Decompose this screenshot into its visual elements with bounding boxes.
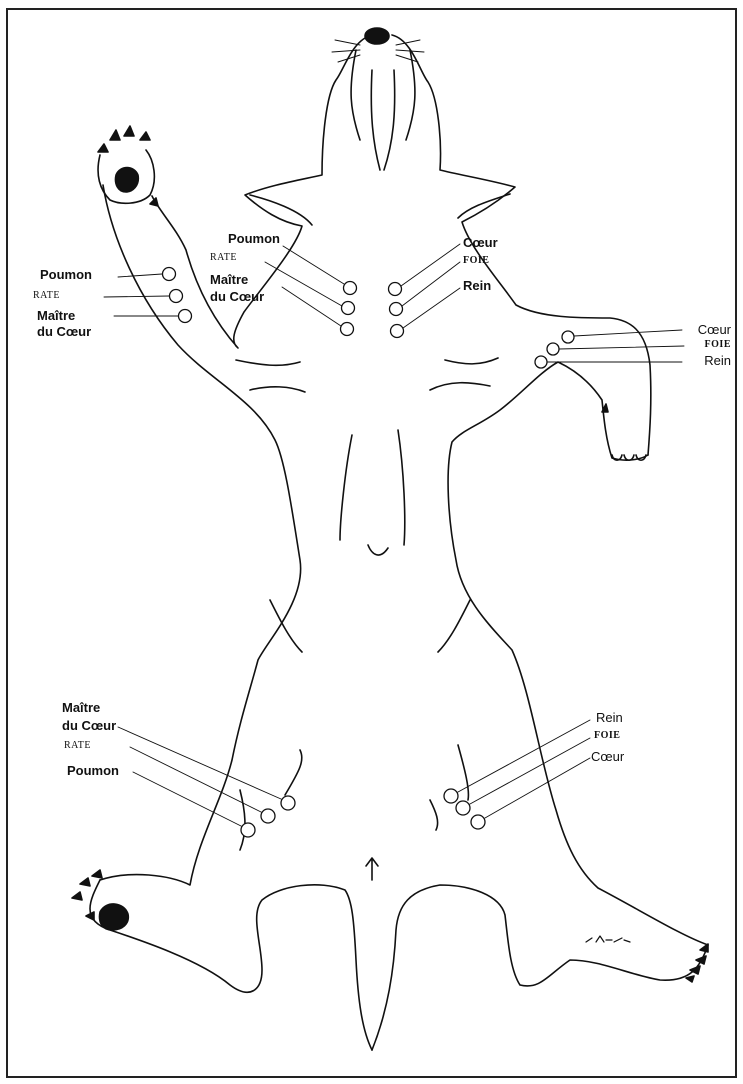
dog-chest-lines [236,358,498,392]
leader-lines-hind-right [458,720,590,818]
acupoint-poumon-foreleg-right [163,268,176,281]
dog-hind-right-leg [372,885,708,1050]
acupoint-rate-hind [261,809,275,823]
label-maitre-neck-l2: du Cœur [210,290,264,303]
label-maitre-neck-l1: Maître [210,273,248,286]
acupoint-foie-foreleg-left [547,343,559,355]
label-rate-foreleg-right: RATE [33,291,60,301]
label-rein-neck: Rein [463,279,491,292]
dog-ear-left [250,195,312,225]
label-foie-hind: FOIE [594,731,620,741]
acupoint-rein-hind [444,789,458,803]
label-rate-neck: RATE [210,253,237,263]
acupoints-hind-left [241,796,295,837]
acupoint-maitre-foreleg-right [179,310,192,323]
dog-ribs-lines [270,600,470,652]
label-foie-foreleg-left: FOIE [705,340,731,350]
acupoint-coeur-hind [471,815,485,829]
dog-nose [365,28,389,44]
acupoint-coeur-foreleg-left [562,331,574,343]
label-maitre-foreleg-right-l1: Maître [37,309,75,322]
dog-hind-left-leg [90,880,372,1050]
label-poumon-neck: Poumon [228,232,280,245]
acupoint-poumon-hind [241,823,255,837]
paw-pad-bottom-left [100,904,129,930]
acupoints-neck-left [341,282,357,336]
acupoint-foie-hind [456,801,470,815]
label-poumon-hind: Poumon [67,764,119,777]
dog-muzzle-lines [351,50,415,170]
dog-genital-mark [366,858,378,880]
leader-lines-neck-left [265,246,344,326]
label-rate-hind: RATE [64,741,91,751]
dog-belly-lines [340,430,405,555]
label-foie-neck: FOIE [463,256,489,266]
label-rein-hind: Rein [596,711,623,724]
label-maitre-foreleg-right-l2: du Cœur [37,325,91,338]
acupoint-rein-neck [391,325,404,338]
acupoints-neck-right [389,283,404,338]
acupoints-hind-right [444,789,485,829]
label-maitre-hind-l2: du Cœur [62,719,116,732]
acupoint-coeur-neck [389,283,402,296]
label-coeur-foreleg-left: Cœur [698,323,731,336]
leader-lines-hind-left [118,727,281,826]
acupoint-maitre-neck [341,323,354,336]
signature-mark [586,936,630,942]
acupoint-maitre-hind [281,796,295,810]
dog-foreleg-left-paw [448,362,708,945]
acupoint-rate-neck [342,302,355,315]
acupoint-rein-foreleg-left [535,356,547,368]
paw-claws-top-left [98,126,158,206]
label-coeur-neck: Cœur [463,236,498,249]
paw-pad-top-left [115,168,138,193]
dog-hip-right [430,745,468,830]
leader-lines-neck-right [401,244,460,328]
paw-claws-bottom-left [72,870,102,920]
label-rein-foreleg-left: Rein [704,354,731,367]
label-coeur-hind: Cœur [591,750,624,763]
label-poumon-foreleg-right: Poumon [40,268,92,281]
label-maitre-hind-l1: Maître [62,701,100,714]
acupoints-foreleg-left [535,331,574,368]
acupoint-poumon-neck [344,282,357,295]
paw-claws-bottom-right [686,944,708,982]
acupoint-rate-foreleg-right [170,290,183,303]
acupoints-foreleg-right [163,268,192,323]
acupoint-foie-neck [390,303,403,316]
